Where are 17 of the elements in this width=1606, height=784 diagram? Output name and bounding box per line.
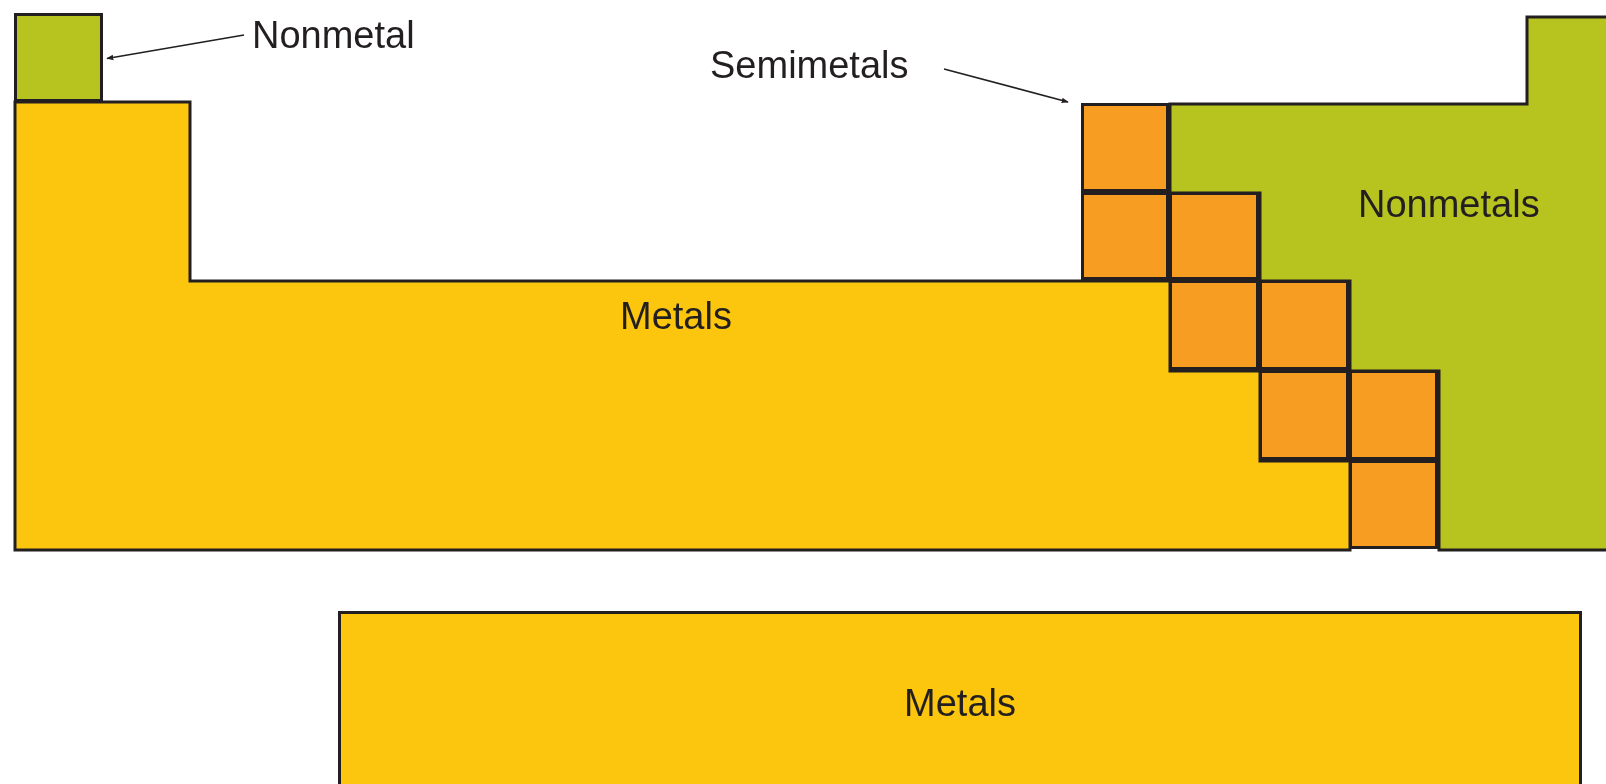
- element-cell: [13, 12, 103, 102]
- region-label: Metals: [904, 682, 1016, 726]
- element-cell: [1168, 279, 1259, 370]
- callout-text: Nonmetal: [252, 12, 415, 58]
- element-cell: [1348, 459, 1438, 549]
- callout-text: Semimetals: [710, 42, 909, 88]
- region-label: Metals: [620, 295, 732, 338]
- region-band: [338, 611, 1582, 784]
- region-label: Nonmetals: [1358, 183, 1540, 226]
- element-cell: [1080, 102, 1169, 192]
- element-cell: [1168, 191, 1259, 280]
- element-cell: [1258, 369, 1349, 460]
- element-cell: [1258, 279, 1349, 370]
- element-cell: [1348, 369, 1438, 460]
- arrow: [943, 68, 1069, 104]
- arrow: [106, 34, 245, 61]
- element-cell: [1080, 191, 1169, 280]
